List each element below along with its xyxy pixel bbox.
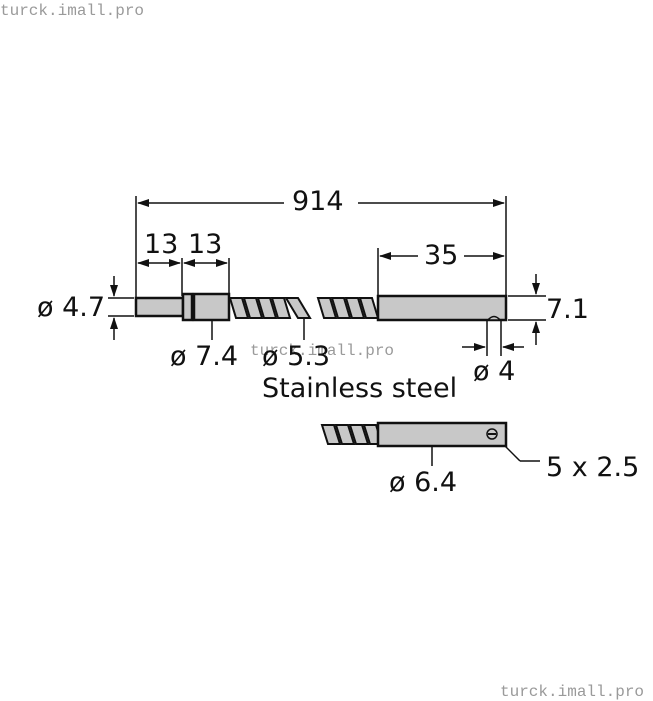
label-914: 914 [292, 186, 344, 217]
spiral-sheath [228, 297, 380, 319]
label-dia-7-4: ø 7.4 [170, 341, 239, 372]
probe-collar-ring [181, 292, 194, 322]
label-dia-4-7: ø 4.7 [37, 292, 106, 323]
watermark-middle: turck.imall.pro [250, 342, 395, 360]
label-material: Stainless steel [262, 373, 458, 404]
probe-hole [486, 315, 502, 321]
leader-lines [211, 318, 540, 466]
dimension-dia-4-7 [108, 276, 134, 340]
probe-tip [376, 294, 508, 322]
dimension-13-13 [137, 258, 230, 296]
watermark-bottom: turck.imall.pro [500, 683, 645, 701]
probe-end-tube [134, 296, 185, 318]
dimension-914 [135, 196, 507, 300]
probe-main [134, 292, 508, 322]
dimension-35 [377, 248, 505, 296]
label-13-a: 13 [144, 229, 179, 260]
label-dia-5-3: ø 5.3 [262, 341, 331, 372]
label-dia-4: ø 4 [473, 356, 516, 387]
dimension-7-1 [508, 274, 546, 345]
label-dia-6-4: ø 6.4 [389, 467, 458, 498]
label-7-1: 7.1 [546, 294, 589, 325]
probe-alt-tip [320, 421, 508, 448]
watermark-top: turck.imall.pro [0, 2, 145, 20]
probe-collar [192, 292, 231, 322]
label-13-b: 13 [188, 229, 223, 260]
dimension-dia-4 [462, 320, 524, 356]
label-35: 35 [424, 240, 459, 271]
label-slot: 5 x 2.5 [546, 452, 640, 483]
